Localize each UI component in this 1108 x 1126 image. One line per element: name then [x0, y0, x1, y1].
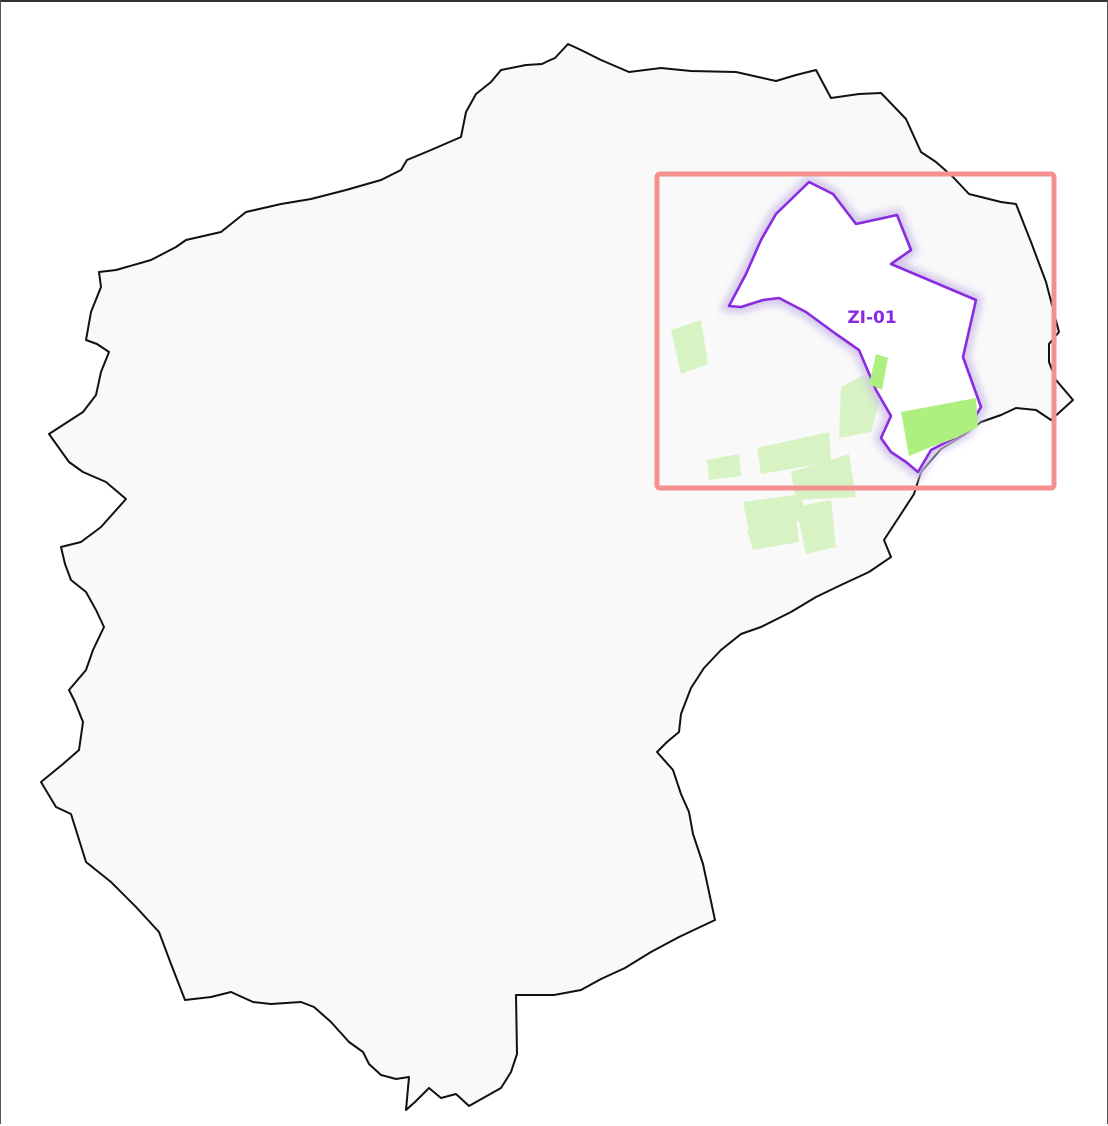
zone-label: ZI-01 — [847, 308, 896, 328]
parcel-faded[interactable] — [747, 518, 799, 550]
parcel-faded[interactable] — [671, 320, 708, 374]
parcel-highlighted[interactable] — [869, 354, 888, 390]
parcel-highlighted[interactable] — [901, 398, 978, 456]
parcel-faded[interactable] — [796, 500, 836, 554]
parcel-faded[interactable] — [707, 454, 741, 480]
extent-rectangle[interactable] — [654, 171, 1057, 491]
parcels-strong — [869, 354, 978, 456]
zone-polygon[interactable] — [727, 180, 983, 474]
municipality-boundary[interactable] — [40, 43, 1074, 1111]
parcel-faded[interactable] — [757, 432, 831, 474]
